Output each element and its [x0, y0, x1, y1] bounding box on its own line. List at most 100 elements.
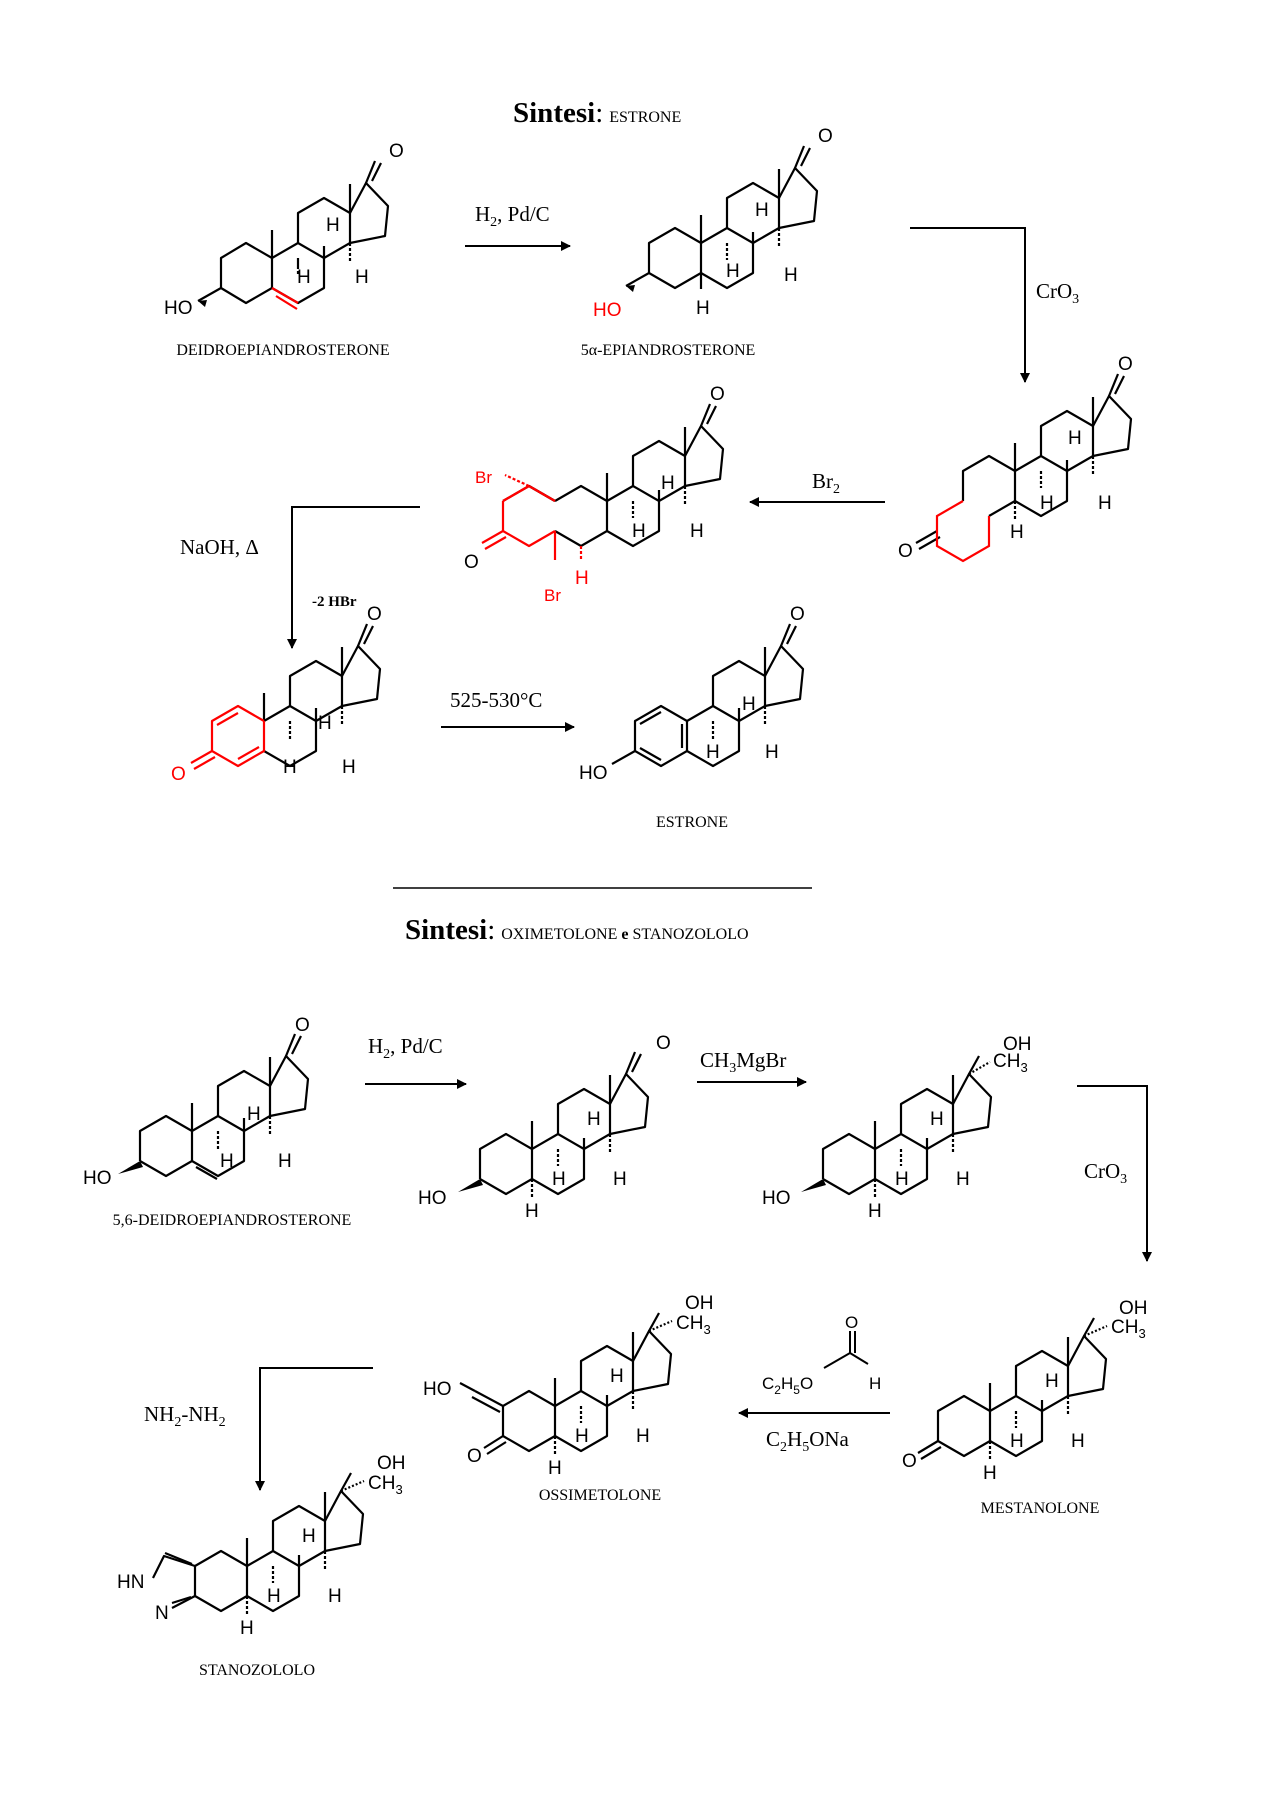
structure-estrone	[611, 623, 805, 768]
structure-ossimetolone	[459, 1312, 673, 1455]
dibromo-h: H	[632, 521, 646, 542]
stanozololo-h: H	[267, 1586, 281, 1607]
dibromo-h: H	[690, 521, 704, 542]
arrow-oxidation-2	[1077, 1085, 1152, 1262]
cond-ethyl-formate: C2H5O	[762, 1374, 813, 1397]
dibromo-oxygen: O	[464, 552, 479, 573]
dibromo-oxygen: O	[710, 384, 725, 405]
methyl-diol-h: H	[868, 1201, 882, 1222]
epiandrosterone-2-oxygen: O	[656, 1033, 671, 1054]
epiandrosterone-h: H	[784, 265, 798, 286]
label-ossimetolone: OSSIMETOLONE	[539, 1487, 661, 1504]
label-stanozololo: STANOZOLOLO	[199, 1662, 315, 1679]
dhea56-hydroxyl: HO	[83, 1168, 112, 1189]
structure-dhea	[197, 160, 390, 305]
dhea-oxygen: O	[389, 141, 404, 162]
dhea56-wedge-oh	[118, 1161, 143, 1174]
label-dhea: DEIDROEPIANDROSTERONE	[176, 342, 389, 359]
structure-stanozololo	[152, 1472, 365, 1615]
svg-text:O: O	[845, 1313, 858, 1332]
dhea-h: H	[355, 267, 369, 288]
arrow-hydrazine	[255, 1367, 373, 1491]
ossimetolone-methyl: CH3	[676, 1313, 711, 1337]
methyl-diol-wedge-oh	[801, 1179, 826, 1192]
dhea-hydroxyl: HO	[164, 298, 193, 319]
cond-h2-pdc-2: H2, Pd/C	[368, 1034, 443, 1062]
epiandrosterone-h: H	[696, 298, 710, 319]
dienone-h: H	[283, 757, 297, 778]
ossimetolone-h: H	[636, 1426, 650, 1447]
dhea56-h: H	[278, 1151, 292, 1172]
dhea-double-bond	[271, 287, 299, 310]
dibromo-bromine-4: Br	[544, 586, 561, 605]
mestanolone-h: H	[983, 1463, 997, 1484]
structure-dhea56	[138, 1033, 310, 1180]
structure-dienone	[262, 623, 382, 768]
cond-grignard: CH3MgBr	[700, 1048, 786, 1076]
mestanolone-hydroxyl: OH	[1119, 1298, 1148, 1319]
dhea56-h: H	[220, 1151, 234, 1172]
estrone-h: H	[742, 694, 756, 715]
dhea-h: H	[297, 267, 311, 288]
mestanolone-h: H	[1071, 1431, 1085, 1452]
epiandrosterone-h: H	[726, 261, 740, 282]
structure-epiandrosterone-2	[478, 1051, 650, 1198]
methyl-diol-h: H	[930, 1109, 944, 1130]
epiandrosterone-wedge-oh	[626, 285, 635, 292]
structure-androstanedione	[915, 373, 1133, 550]
estrone-h: H	[706, 742, 720, 763]
stanozololo-h: H	[328, 1586, 342, 1607]
methyl-diol-hydroxyl: OH	[1003, 1034, 1032, 1055]
dienone-h: H	[318, 713, 332, 734]
androstanedione-oxygen: O	[898, 541, 913, 562]
epiandrosterone-2-h: H	[587, 1109, 601, 1130]
arrow-elimination	[287, 506, 420, 649]
stanozololo-hydroxyl: OH	[377, 1453, 406, 1474]
ossimetolone-oxygen: O	[467, 1446, 482, 1467]
arrows-section2	[255, 1077, 1152, 1491]
ossimetolone-h: H	[548, 1458, 562, 1479]
methyl-diol-h: H	[956, 1169, 970, 1190]
stanozololo-nitrogen: N	[155, 1603, 169, 1624]
dienone-oxygen: O	[367, 604, 382, 625]
mestanolone-oxygen: O	[902, 1451, 917, 1472]
label-mestanolone: MESTANOLONE	[981, 1500, 1100, 1517]
structure-epiandrosterone	[625, 145, 819, 290]
dibromo-bromine-2: Br	[475, 468, 492, 487]
cond-hydrazine: NH2-NH2	[144, 1402, 226, 1430]
ossimetolone-hydroxyl: OH	[685, 1293, 714, 1314]
arrow-oxidation-1	[910, 227, 1030, 383]
cond-br2: Br2	[812, 469, 840, 497]
dienone-oxygen: O	[171, 764, 186, 785]
cond-cro3-1: CrO3	[1036, 279, 1079, 307]
androstanedione-h: H	[1010, 522, 1024, 543]
androstanedione-h: H	[1040, 493, 1054, 514]
ossimetolone-hydroxymethylene: HO	[423, 1379, 452, 1400]
dhea-wedge-oh	[198, 300, 207, 307]
cond-minus-hbr: -2 HBr	[312, 594, 357, 610]
structure-dibromo	[502, 403, 725, 548]
cond-cro3-2: CrO3	[1084, 1159, 1127, 1187]
epiandrosterone-h: H	[755, 200, 769, 221]
androstanedione-h: H	[1068, 428, 1082, 449]
label-dhea56: 5,6-DEIDROEPIANDROSTERONE	[113, 1212, 352, 1229]
dhea56-oxygen: O	[295, 1015, 310, 1036]
cond-sodium-ethoxide: C2H5ONa	[766, 1427, 850, 1455]
dibromo-red-bonds	[502, 485, 556, 502]
dibromo-h: H	[575, 568, 589, 589]
label-estrone: ESTRONE	[656, 814, 728, 831]
epiandrosterone-hydroxyl: HO	[593, 300, 622, 321]
methyl-diol-h: H	[895, 1169, 909, 1190]
androstanedione-ring-a-highlight	[935, 500, 991, 563]
stanozololo-hn: HN	[117, 1572, 144, 1593]
dhea-h: H	[326, 215, 340, 236]
androstanedione-h: H	[1098, 493, 1112, 514]
dienone-h: H	[342, 757, 356, 778]
stanozololo-h: H	[240, 1618, 254, 1639]
estrone-oxygen: O	[790, 604, 805, 625]
svg-text:H: H	[869, 1374, 881, 1393]
epiandrosterone-oxygen: O	[818, 126, 833, 147]
mestanolone-methyl: CH3	[1111, 1317, 1146, 1341]
